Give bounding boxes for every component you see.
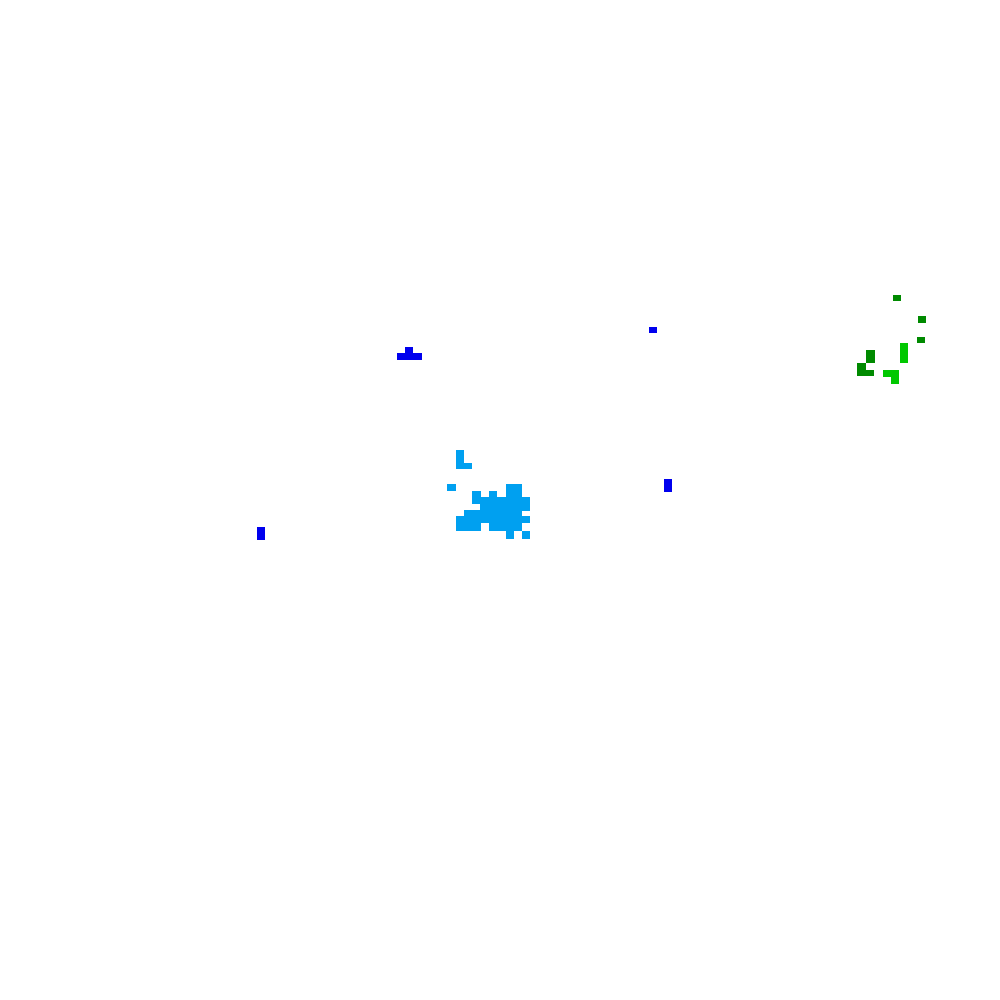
pixel-block: [456, 450, 464, 469]
pixel-block: [883, 370, 899, 377]
pixel-block: [664, 479, 672, 492]
pixel-block: [456, 516, 530, 523]
pixel-block: [857, 363, 866, 376]
pixel-block: [397, 353, 422, 360]
pixel-block: [257, 527, 265, 540]
pixel-block: [447, 484, 456, 491]
pixel-block: [506, 484, 522, 497]
pixel-block: [464, 510, 522, 516]
pixel-block: [918, 316, 926, 323]
pixel-block: [480, 497, 530, 511]
pixel-block: [489, 491, 497, 497]
pixel-block: [649, 327, 657, 333]
pixel-block: [917, 337, 925, 343]
pixel-block: [522, 531, 530, 539]
pixel-block: [405, 347, 413, 353]
green-pixel-cluster: [857, 295, 926, 376]
pixel-block: [900, 343, 908, 363]
pixel-block: [456, 463, 472, 469]
pixel-block: [456, 523, 481, 531]
blue-speck-cluster: [257, 327, 672, 540]
pixel-block: [891, 376, 899, 384]
pixel-block: [472, 491, 481, 504]
pixel-block: [893, 295, 901, 301]
light-blue-pixel-cluster: [447, 450, 530, 539]
pixel-block: [857, 370, 874, 376]
pixel-block: [506, 531, 514, 539]
pixel-block: [489, 523, 522, 531]
bright-green-pixel-cluster: [883, 343, 908, 384]
pixel-block: [866, 350, 875, 363]
